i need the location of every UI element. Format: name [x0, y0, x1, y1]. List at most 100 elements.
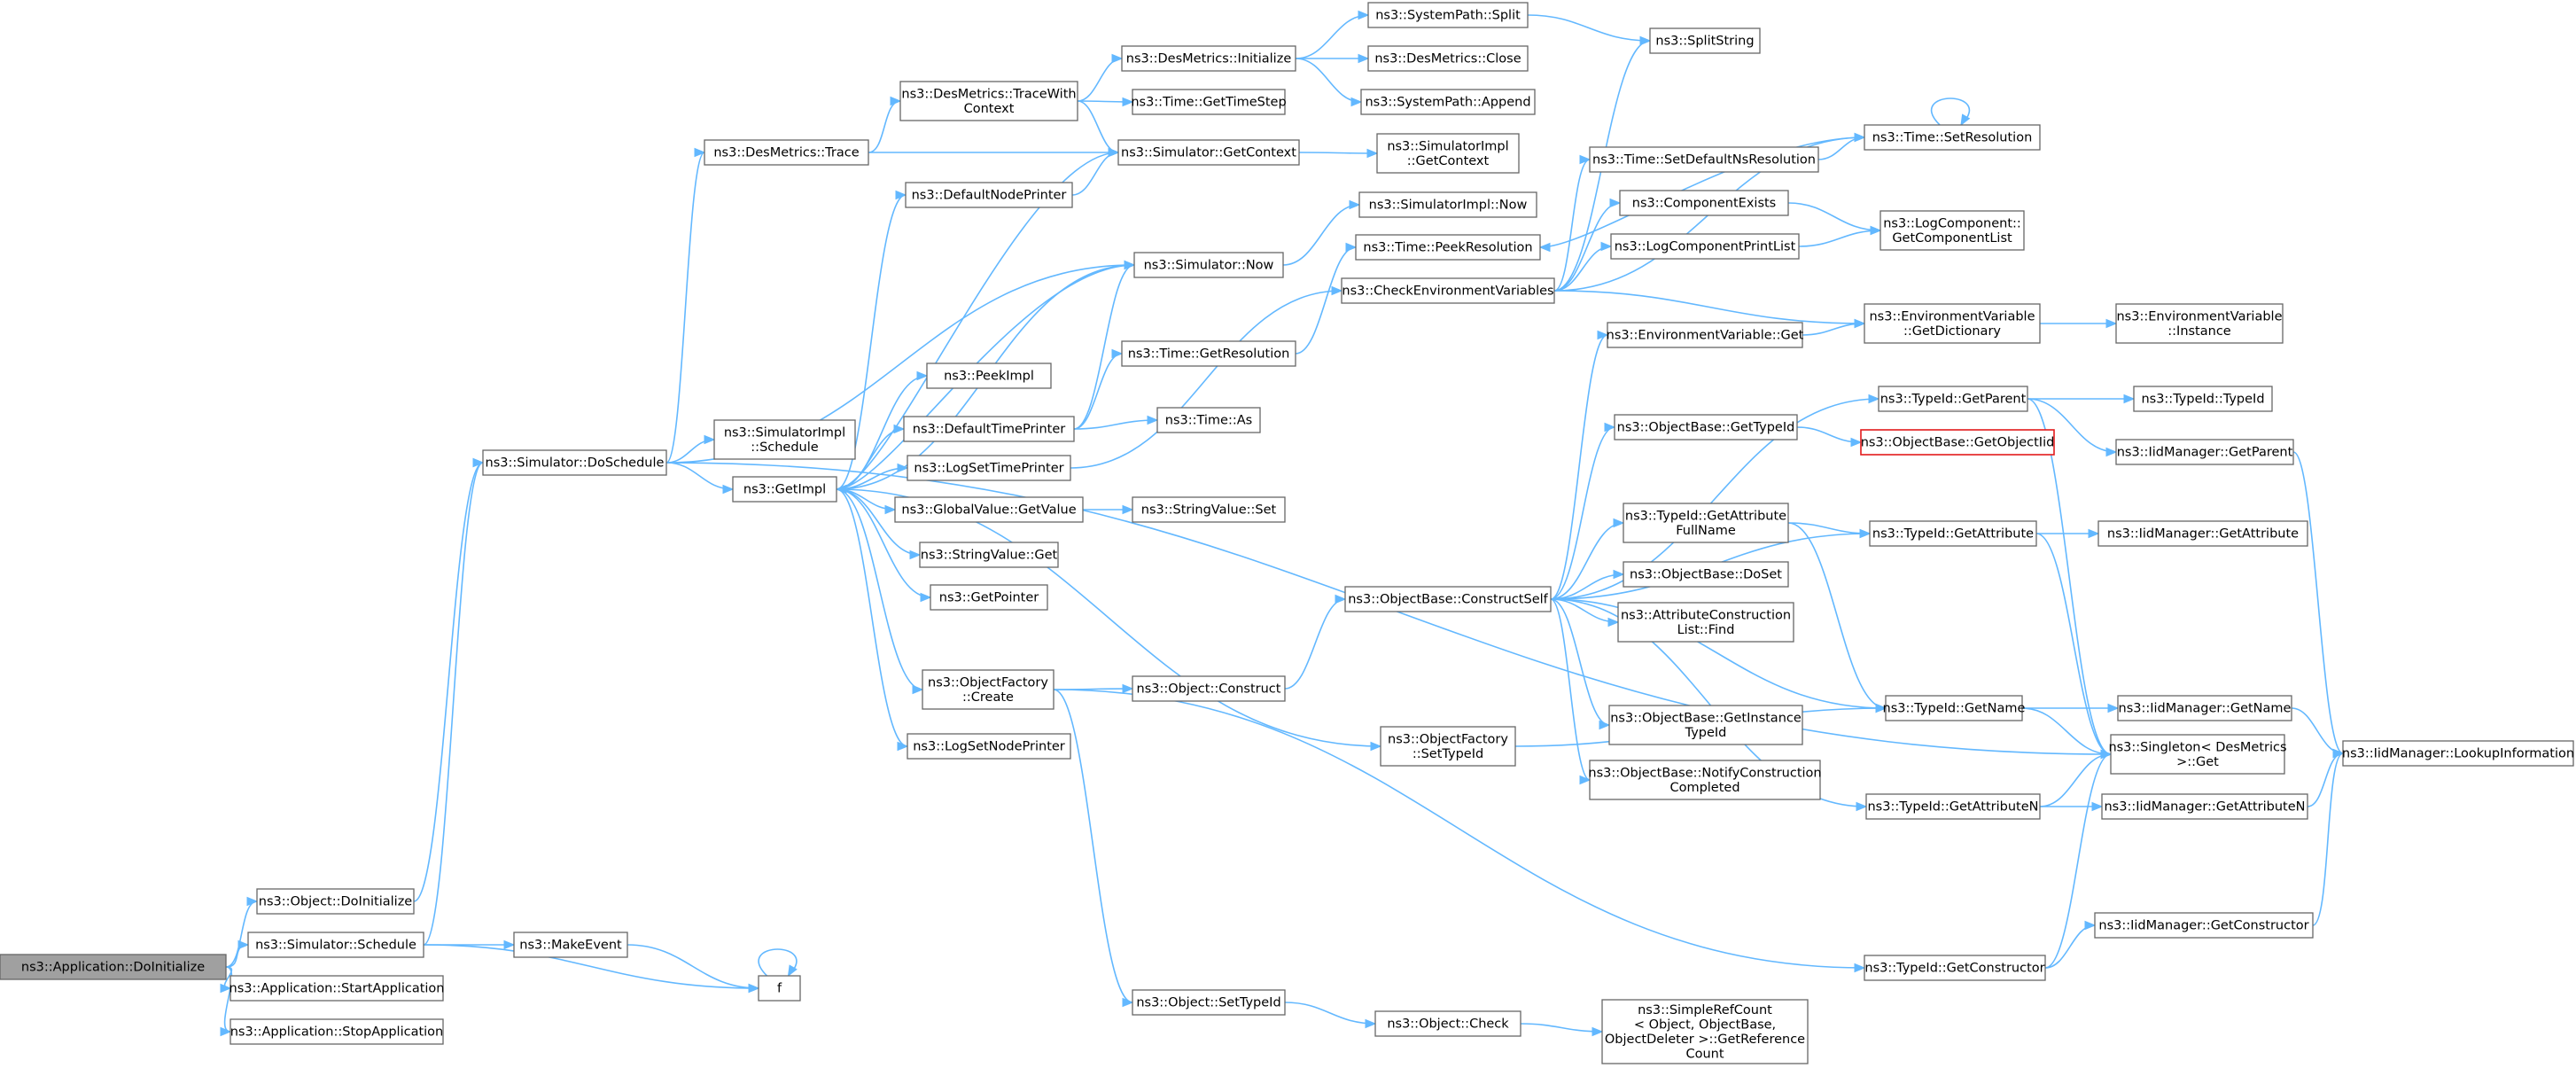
node-checkenvvars[interactable]: ns3::CheckEnvironmentVariables: [1341, 277, 1555, 304]
node-componentexists[interactable]: ns3::ComponentExists: [1619, 190, 1789, 216]
node-typeid-typeid[interactable]: ns3::TypeId::TypeId: [2133, 386, 2273, 412]
edge-arrowhead: [897, 463, 909, 473]
node-objbase-getobjectiid[interactable]: ns3::ObjectBase::GetObjectIid: [1860, 429, 2055, 456]
node-objfactory-settypeid[interactable]: ns3::ObjectFactory::SetTypeId: [1380, 726, 1516, 767]
node-label: ns3::TypeId::GetName: [1883, 702, 2026, 716]
node-iidmanager-getname[interactable]: ns3::IidManager::GetName: [2117, 695, 2292, 721]
node-box: [1878, 386, 2028, 412]
node-logcomponent-getlist[interactable]: ns3::LogComponent::GetComponentList: [1879, 210, 2025, 251]
node-time-gettimestep[interactable]: ns3::Time::GetTimeStep: [1131, 89, 1287, 115]
node-simimpl-getcontext[interactable]: ns3::SimulatorImpl::GetContext: [1376, 133, 1520, 174]
node-getpointer[interactable]: ns3::GetPointer: [930, 584, 1048, 611]
node-stringvalue-set[interactable]: ns3::StringValue::Set: [1132, 496, 1286, 523]
node-singleton-get[interactable]: ns3::Singleton< DesMetrics>::Get: [2108, 734, 2287, 775]
node-typeid-getattributen[interactable]: ns3::TypeId::GetAttributeN: [1865, 793, 2041, 820]
edge-arrowhead: [2107, 703, 2120, 713]
node-label: ns3::IidManager::GetName: [2119, 702, 2292, 716]
node-sim-schedule[interactable]: ns3::Simulator::Schedule: [247, 932, 424, 958]
node-simplerefcount[interactable]: ns3::SimpleRefCount< Object, ObjectBase,…: [1601, 999, 1809, 1064]
edge-typeid-getattrfullname-to-typeid-getattribute: [1787, 522, 1872, 539]
node-logcomponentprintlist[interactable]: ns3::LogComponentPrintList: [1610, 233, 1800, 260]
node-iidmanager-getattribute[interactable]: ns3::IidManager::GetAttribute: [2097, 520, 2308, 547]
node-objbase-constructself[interactable]: ns3::ObjectBase::ConstructSelf: [1344, 586, 1552, 612]
node-stringvalue-get[interactable]: ns3::StringValue::Get: [919, 542, 1059, 568]
node-sim-now[interactable]: ns3::Simulator::Now: [1133, 252, 1284, 278]
node-envvar-instance[interactable]: ns3::EnvironmentVariable::Instance: [2115, 303, 2284, 344]
node-objbase-doset[interactable]: ns3::ObjectBase::DoSet: [1623, 561, 1789, 588]
node-logsetnodeprinter[interactable]: ns3::LogSetNodePrinter: [907, 733, 1071, 760]
node-simimpl-schedule[interactable]: ns3::SimulatorImpl::Schedule: [713, 419, 856, 460]
edge-arrowhead: [2091, 801, 2104, 812]
node-getimpl[interactable]: ns3::GetImpl: [732, 476, 837, 503]
node-f[interactable]: f: [758, 975, 801, 1002]
node-box: [1864, 955, 2046, 981]
node-app-doinit[interactable]: ns3::Application::DoInitialize: [0, 954, 227, 980]
edge-arrowhead: [1358, 53, 1370, 64]
edge-arrowhead: [1597, 330, 1609, 340]
edge-defaulttimeprinter-to-sim-now: [1073, 260, 1136, 430]
node-iidmanager-lookupinfo[interactable]: ns3::IidManager::LookupInformation: [2342, 740, 2574, 767]
node-envvar-get[interactable]: ns3::EnvironmentVariable::Get: [1607, 322, 1804, 348]
node-box: [1864, 124, 2041, 151]
node-label: ns3::DefaultTimePrinter: [913, 423, 1065, 437]
node-objbase-gettypeid[interactable]: ns3::ObjectBase::GetTypeId: [1614, 414, 1798, 440]
node-make-event[interactable]: ns3::MakeEvent: [513, 932, 628, 958]
node-iidmanager-getattributen[interactable]: ns3::IidManager::GetAttributeN: [2101, 793, 2308, 820]
edge-line: [2044, 924, 2096, 969]
node-typeid-getparent[interactable]: ns3::TypeId::GetParent: [1878, 386, 2028, 412]
node-box: [482, 449, 667, 476]
node-object-settypeid[interactable]: ns3::Object::SetTypeId: [1132, 989, 1286, 1016]
node-logsettimeprinter[interactable]: ns3::LogSetTimePrinter: [907, 455, 1071, 481]
edge-desmetrics-trace-to-sim-getcontext: [868, 147, 1120, 158]
node-desmetrics-initialize[interactable]: ns3::DesMetrics::Initialize: [1121, 45, 1296, 72]
node-objbase-notifyconstruction[interactable]: ns3::ObjectBase::NotifyConstructionCompl…: [1588, 760, 1822, 800]
node-sim-doschedule[interactable]: ns3::Simulator::DoSchedule: [482, 449, 667, 476]
node-box: [1865, 793, 2041, 820]
node-desmetrics-close[interactable]: ns3::DesMetrics::Close: [1367, 45, 1529, 72]
node-systempath-append[interactable]: ns3::SystemPath::Append: [1360, 89, 1536, 115]
node-typeid-getconstructor[interactable]: ns3::TypeId::GetConstructor: [1864, 955, 2046, 981]
node-time-getresolution[interactable]: ns3::Time::GetResolution: [1121, 340, 1296, 367]
edge-defaultnodeprinter-to-sim-getcontext: [1071, 147, 1120, 196]
node-peekimpl[interactable]: ns3::PeekImpl: [926, 362, 1052, 389]
edge-arrowhead: [1365, 1018, 1377, 1029]
node-box: [256, 888, 415, 915]
node-box: [1619, 190, 1789, 216]
node-desmetrics-trace[interactable]: ns3::DesMetrics::Trace: [704, 139, 869, 166]
node-globalvalue-getvalue[interactable]: ns3::GlobalValue::GetValue: [894, 496, 1084, 523]
node-defaulttimeprinter[interactable]: ns3::DefaultTimePrinter: [903, 416, 1075, 442]
node-iidmanager-getconstructor[interactable]: ns3::IidManager::GetConstructor: [2094, 912, 2314, 939]
node-label: ns3::SplitString: [1655, 35, 1754, 49]
node-typeid-getname[interactable]: ns3::TypeId::GetName: [1883, 695, 2026, 721]
node-app-stop[interactable]: ns3::Application::StopApplication: [230, 1018, 444, 1045]
node-envvar-getdictionary[interactable]: ns3::EnvironmentVariable::GetDictionary: [1864, 303, 2041, 344]
node-label: ns3::EnvironmentVariable: [2116, 309, 2282, 324]
edge-line: [1070, 290, 1342, 469]
node-app-start[interactable]: ns3::Application::StartApplication: [230, 975, 445, 1002]
node-iidmanager-getparent[interactable]: ns3::IidManager::GetParent: [2115, 439, 2294, 465]
node-object-construct[interactable]: ns3::Object::Construct: [1132, 675, 1286, 702]
node-objfactory-create[interactable]: ns3::ObjectFactory::Create: [922, 669, 1055, 710]
edge-arrowhead: [1609, 198, 1622, 208]
edge-arrowhead: [1613, 518, 1625, 528]
node-defaultnodeprinter[interactable]: ns3::DefaultNodePrinter: [905, 182, 1073, 208]
node-simimpl-now[interactable]: ns3::SimulatorImpl::Now: [1358, 191, 1537, 218]
node-typeid-getattribute[interactable]: ns3::TypeId::GetAttribute: [1869, 520, 2037, 547]
node-obj-doinit[interactable]: ns3::Object::DoInitialize: [256, 888, 415, 915]
node-sim-getcontext[interactable]: ns3::Simulator::GetContext: [1117, 139, 1300, 166]
node-systempath-split[interactable]: ns3::SystemPath::Split: [1367, 2, 1529, 28]
edge-typeid-getattribute-to-singleton-get: [2035, 533, 2113, 760]
node-object-check[interactable]: ns3::Object::Check: [1374, 1010, 1521, 1037]
edge-arrowhead: [1579, 775, 1592, 785]
node-time-setresolution[interactable]: ns3::Time::SetResolution: [1864, 124, 2041, 151]
node-label: ns3::DesMetrics::Trace: [713, 146, 859, 160]
node-box: [2117, 695, 2292, 721]
node-time-as[interactable]: ns3::Time::As: [1156, 407, 1261, 433]
node-time-peekresolution[interactable]: ns3::Time::PeekResolution: [1355, 234, 1541, 261]
node-time-setdefaultnsres[interactable]: ns3::Time::SetDefaultNsResolution: [1589, 146, 1819, 173]
node-splitstring[interactable]: ns3::SplitString: [1649, 27, 1761, 54]
